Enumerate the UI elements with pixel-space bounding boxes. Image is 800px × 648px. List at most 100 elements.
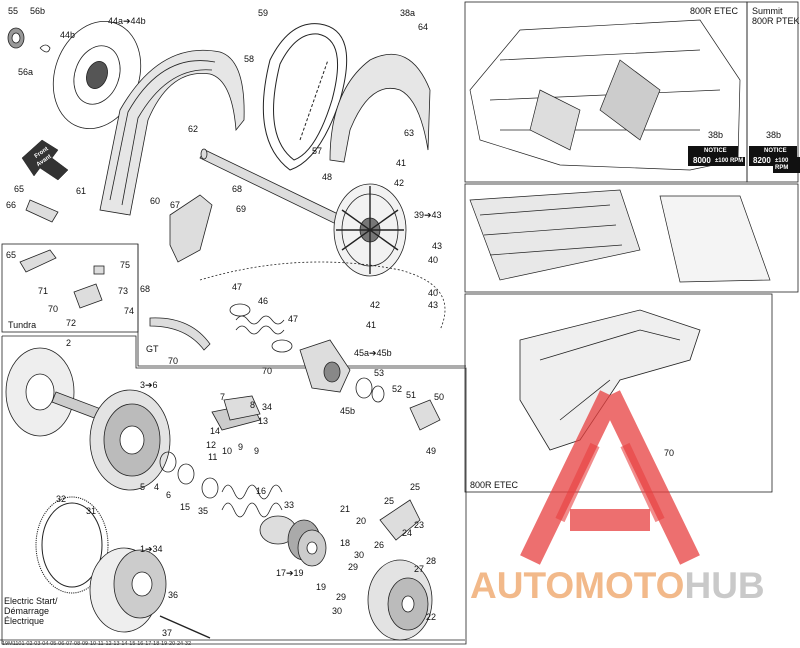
watermark-part-1: AUTOMOTO (470, 565, 685, 606)
guard-right (329, 53, 431, 163)
label-41a: 41 (396, 158, 407, 168)
label-65a: 65 (14, 184, 25, 194)
label-38b-2: 38b (766, 130, 782, 140)
panel-800r-lower (464, 293, 773, 493)
box-label-electric-start: Electric Start/ (4, 596, 58, 606)
label-15: 15 (180, 502, 191, 512)
label-61: 61 (76, 186, 87, 196)
label-13: 13 (258, 416, 269, 426)
label-26: 26 (374, 540, 385, 550)
label-52: 52 (392, 384, 403, 394)
label-70d: 70 (664, 448, 675, 458)
spider-assembly (297, 499, 433, 641)
label-46: 46 (258, 296, 269, 306)
label-9b: 9 (254, 446, 260, 456)
front-arrow-icon (21, 139, 69, 181)
lower-bracket-sketch (519, 309, 701, 451)
watermark-triangle (520, 390, 700, 565)
panel-secondary-outline (137, 244, 466, 367)
label-17-19: 17➔19 (276, 568, 304, 578)
label-51: 51 (406, 390, 417, 400)
label-14: 14 (210, 426, 221, 436)
label-63: 63 (404, 128, 415, 138)
label-2: 2 (66, 338, 72, 348)
label-66: 66 (6, 200, 17, 210)
label-68a: 68 (232, 184, 243, 194)
label-40a: 40 (428, 255, 439, 265)
label-20: 20 (356, 516, 367, 526)
label-41b: 41 (366, 320, 377, 330)
label-73: 73 (118, 286, 129, 296)
label-42b: 42 (370, 300, 381, 310)
label-22: 22 (426, 612, 437, 622)
label-18: 18 (340, 538, 351, 548)
driven-shaft (199, 148, 341, 225)
label-12: 12 (206, 440, 217, 450)
label-75: 75 (120, 260, 131, 270)
label-74: 74 (124, 306, 135, 316)
electric-start-pulley (89, 547, 211, 639)
label-25b: 25 (410, 482, 421, 492)
label-5: 5 (140, 482, 146, 492)
label-39-43: 39➔43 (414, 210, 442, 220)
label-67: 67 (170, 200, 181, 210)
label-47a: 47 (232, 282, 243, 292)
notice-2-title: NOTICE (762, 147, 789, 156)
label-70a: 70 (48, 304, 59, 314)
label-70b: 70 (168, 356, 179, 366)
label-37: 37 (162, 628, 173, 638)
spring-and-strap (149, 261, 446, 353)
label-32: 32 (56, 494, 67, 504)
label-16: 16 (256, 486, 267, 496)
panel-summit-800r-ptek (746, 1, 799, 183)
label-21: 21 (340, 504, 351, 514)
label-68b: 68 (140, 284, 151, 294)
label-43a: 43 (432, 241, 443, 251)
label-69: 69 (236, 204, 247, 214)
label-50: 50 (434, 392, 445, 402)
label-72: 72 (66, 318, 77, 328)
label-3-6: 3➔6 (140, 380, 158, 390)
label-57: 57 (312, 146, 323, 156)
box-label-tundra: Tundra (8, 320, 37, 330)
mount-brackets (19, 194, 213, 309)
label-28: 28 (426, 556, 437, 566)
label-29a: 29 (348, 562, 359, 572)
label-40b: 40 (428, 288, 439, 298)
lever-assembly (223, 395, 261, 421)
label-10: 10 (222, 446, 233, 456)
notice-1-value: 8000 (691, 156, 713, 166)
label-30b: 30 (332, 606, 343, 616)
label-47b: 47 (288, 314, 299, 324)
box-label-800r-lower: 800R ETEC (470, 480, 519, 490)
label-48: 48 (322, 172, 333, 182)
label-30a: 30 (354, 550, 365, 560)
watermark-part-2: HUB (684, 565, 765, 606)
label-56a: 56a (18, 67, 34, 77)
drive-pulley-disc (7, 20, 142, 130)
label-70c: 70 (262, 366, 273, 376)
cam-assembly (299, 339, 441, 431)
label-55: 55 (8, 6, 19, 16)
label-71: 71 (38, 286, 49, 296)
label-11: 11 (208, 452, 218, 462)
driven-pulley (333, 183, 407, 277)
label-45a-45b: 45a➔45b (354, 348, 392, 358)
watermark-inner (555, 442, 665, 523)
label-33: 33 (284, 500, 295, 510)
panel-800r-engine-side (464, 183, 799, 293)
label-60: 60 (150, 196, 161, 206)
label-62: 62 (188, 124, 199, 134)
label-34a: 34 (262, 402, 273, 412)
label-9a: 9 (238, 442, 244, 452)
box-label-gt: GT (146, 344, 159, 354)
label-49: 49 (426, 446, 437, 456)
label-59: 59 (258, 8, 269, 18)
figure-reference: 19M1101-02-03-04-05-06-07-08-09-10-11-12… (2, 641, 192, 647)
drive-pulley-assembly (5, 347, 321, 561)
label-45b: 45b (340, 406, 356, 416)
engine-side-sketch (469, 189, 771, 283)
drive-belt (262, 23, 348, 171)
